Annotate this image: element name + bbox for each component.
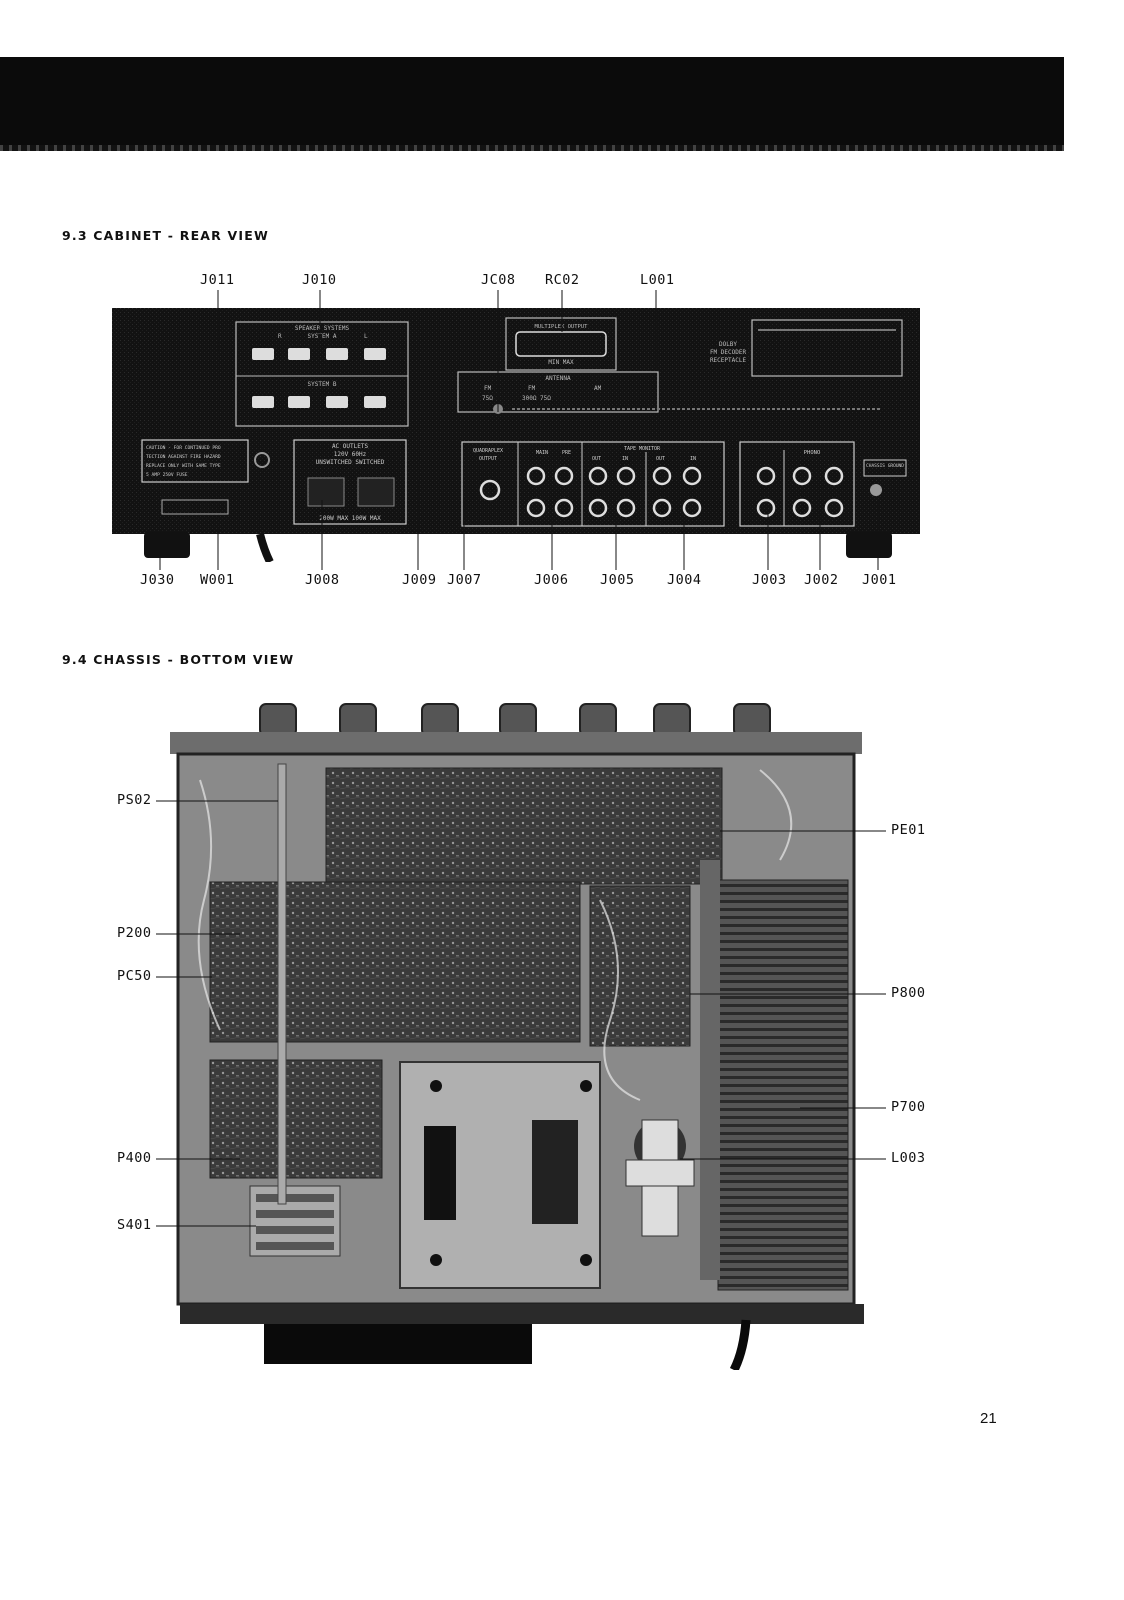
panel-in-1: IN [622,456,628,462]
label-j010: J010 [302,272,337,288]
label-j003: J003 [752,572,787,588]
label-jc08: JC08 [481,272,516,288]
panel-system-b: SYSTEM B [308,381,337,388]
label-p800: P800 [891,985,926,1001]
panel-tape-monitor: TAPE MONITOR [624,446,661,452]
panel-in-2: IN [690,456,696,462]
panel-main: MAIN [536,450,548,456]
panel-out-2: OUT [656,456,665,462]
panel-fm-2: FM [528,385,536,392]
label-j005: J005 [600,572,635,588]
header-bar [0,57,1064,151]
label-j002: J002 [804,572,839,588]
panel-output: OUTPUT [479,456,497,462]
panel-ac-outlets: AC OUTLETS [332,443,369,450]
caution-line-4: 5 AMP 250V FUSE [146,472,188,478]
panel-channel-l: L [364,333,368,340]
panel-receptacle: RECEPTACLE [710,357,747,364]
panel-antenna: ANTENNA [545,375,571,382]
rear-view-photo: SPEAKER SYSTEMS SYSTEM A R L SYSTEM B MU… [112,308,920,562]
label-s401: S401 [117,1217,152,1233]
label-pc50: PC50 [117,968,152,984]
panel-dolby: DOLBY [719,341,737,348]
panel-speaker-systems: SPEAKER SYSTEMS [295,325,350,332]
label-w001: W001 [200,572,235,588]
panel-unswitched-switched: UNSWITCHED SWITCHED [316,459,385,466]
label-pe01: PE01 [891,822,926,838]
panel-mpx: MULTIPLEX OUTPUT [535,324,589,330]
label-rc02: RC02 [545,272,580,288]
label-j030: J030 [140,572,175,588]
section-title-bottom-view: 9.4 CHASSIS - BOTTOM VIEW [62,652,295,667]
label-j011: J011 [200,272,235,288]
chassis-bottom-photo [170,703,864,1370]
panel-ohm-1: 75Ω [482,395,493,402]
panel-am: AM [594,385,602,392]
page-number: 21 [980,1410,997,1427]
caution-line-3: REPLACE ONLY WITH SAME TYPE [146,463,221,469]
panel-system-a: SYSTEM A [308,333,337,340]
panel-max-ratings: 200W MAX 100W MAX [319,515,381,522]
label-j006: J006 [534,572,569,588]
caution-line-1: CAUTION - FOR CONTINUED PRO [146,445,221,451]
section-title-rear-view: 9.3 CABINET - REAR VIEW [62,228,270,243]
panel-phono: PHONO [804,450,821,456]
label-j007: J007 [447,572,482,588]
panel-min-max: MIN MAX [548,359,574,366]
panel-chassis-ground: CHASSIS GROUND [866,463,904,469]
panel-out-1: OUT [592,456,601,462]
panel-pre: PRE [562,450,571,456]
panel-fm-decoder: FM DECODER [710,349,747,356]
label-ps02: PS02 [117,792,152,808]
label-j001: J001 [862,572,897,588]
label-p200: P200 [117,925,152,941]
label-l003: L003 [891,1150,926,1166]
caution-line-2: TECTION AGAINST FIRE HAZARD [146,454,221,460]
label-p700: P700 [891,1099,926,1115]
panel-ac-rating: 120V 60Hz [334,451,367,458]
panel-fm-1: FM [484,385,492,392]
panel-quadraplex: QUADRAPLEX [473,448,503,454]
label-p400: P400 [117,1150,152,1166]
label-j004: J004 [667,572,702,588]
label-l001: L001 [640,272,675,288]
panel-ohm-2: 300Ω 75Ω [522,395,551,402]
panel-channel-r: R [278,333,282,340]
label-j009: J009 [402,572,437,588]
label-j008: J008 [305,572,340,588]
